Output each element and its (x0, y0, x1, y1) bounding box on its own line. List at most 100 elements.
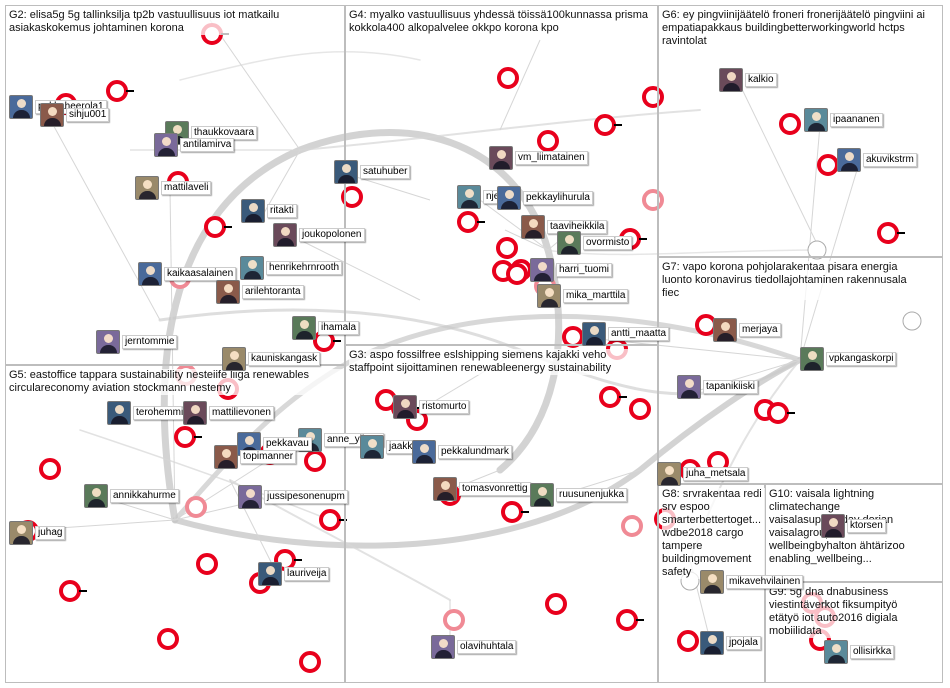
profile-photo-icon (700, 631, 724, 655)
profile-photo-icon (96, 330, 120, 354)
vertex-kauniskangask[interactable]: kauniskangask (222, 347, 320, 371)
vertex-ritakti[interactable]: ritakti (241, 199, 297, 223)
vertex-mattilaveli[interactable]: mattilaveli (135, 176, 211, 200)
avatar-body (717, 333, 734, 342)
vertex-mattilievonen[interactable]: mattilievonen (183, 401, 274, 425)
vertex-label: topimanner (240, 450, 296, 464)
avatar-head (146, 266, 155, 275)
vertex-satuhuber[interactable]: satuhuber (334, 160, 410, 184)
avatar-head (115, 405, 124, 414)
vertex-label: kalkio (745, 73, 777, 87)
avatar-head (721, 322, 730, 331)
vertex-ovormisto[interactable]: ovormisto (557, 231, 632, 255)
vertex-label: mattilaveli (161, 181, 211, 195)
avatar-body (277, 238, 294, 247)
vertex-pekkalundmark[interactable]: pekkalundmark (412, 440, 512, 464)
avatar-head (342, 164, 351, 173)
avatar-head (245, 436, 254, 445)
vertex-antilamirva[interactable]: antilamirva (154, 133, 234, 157)
vertex-antti-maatta[interactable]: antti_maatta (582, 322, 669, 346)
vertex-label: ovormisto (583, 236, 632, 250)
avatar-body (534, 498, 551, 507)
vertex-henrikehrnrooth[interactable]: henrikehrnrooth (240, 256, 342, 280)
vertex-akuvikstrm[interactable]: akuvikstrm (837, 148, 917, 172)
vertex-label: joukopolonen (299, 228, 365, 242)
vertex-label: tapanikiiski (703, 380, 758, 394)
avatar-head (832, 644, 841, 653)
vertex-ollisirkka[interactable]: ollisirkka (824, 640, 894, 664)
vertex-mikavehvilainen[interactable]: mikavehvilainen (700, 570, 803, 594)
avatar-head (420, 444, 429, 453)
vertex-ruusunenjukka[interactable]: ruusunenjukka (530, 483, 627, 507)
avatar-head (48, 107, 57, 116)
avatar-head (529, 219, 538, 228)
profile-photo-icon (530, 258, 554, 282)
avatar-body (681, 390, 698, 399)
vertex-joukopolonen[interactable]: joukopolonen (273, 223, 365, 247)
vertex-ktorsen[interactable]: ktorsen (821, 514, 886, 538)
avatar-body (435, 650, 452, 659)
avatar-body (586, 337, 603, 346)
avatar-body (226, 362, 243, 371)
vertex-topimanner[interactable]: topimanner (214, 445, 296, 469)
vertex-vpkangaskorpi[interactable]: vpkangaskorpi (800, 347, 896, 371)
vertex-vm-liimatainen[interactable]: vm_liimatainen (489, 146, 588, 170)
vertex-ristomurto[interactable]: ristomurto (393, 395, 469, 419)
vertex-tomasvonrettig[interactable]: tomasvonrettig (433, 477, 531, 501)
profile-photo-icon (273, 223, 297, 247)
vertex-terohemmila[interactable]: terohemmila (107, 401, 194, 425)
vertex-annikkahurme[interactable]: annikkahurme (84, 484, 179, 508)
vertex-juhag[interactable]: juhag (9, 521, 65, 545)
vertex-olavihuhtala[interactable]: olavihuhtala (431, 635, 516, 659)
avatar-body (437, 492, 454, 501)
vertex-juha-metsala[interactable]: juha_metsala (657, 462, 748, 486)
vertex-label: satuhuber (360, 165, 410, 179)
vertex-label: ipaananen (830, 113, 883, 127)
vertex-label: mika_marttila (563, 289, 628, 303)
vertex-jpojala[interactable]: jpojala (700, 631, 761, 655)
avatar-head (249, 203, 258, 212)
vertex-harri-tuomi[interactable]: harri_tuomi (530, 258, 612, 282)
vertex-ipaananen[interactable]: ipaananen (804, 108, 883, 132)
vertex-jaakk[interactable]: jaakk (360, 435, 415, 459)
vertex-pekkaylihurula[interactable]: pekkaylihurula (497, 186, 593, 210)
vertex-jussipesonenupm[interactable]: jussipesonenupm (238, 485, 348, 509)
avatar-body (338, 175, 355, 184)
avatar-body (111, 416, 128, 425)
avatar-head (300, 320, 309, 329)
vertex-label: annikkahurme (110, 489, 179, 503)
profile-photo-icon (258, 562, 282, 586)
vertex-nje[interactable]: nje (457, 185, 502, 209)
vertex-mika-marttila[interactable]: mika_marttila (537, 284, 628, 308)
group-title-g2: G2: elisa5g 5g tallinksilja tp2b vastuul… (9, 9, 309, 35)
vertex-tapanikiiski[interactable]: tapanikiiski (677, 375, 758, 399)
profile-photo-icon (292, 316, 316, 340)
avatar-body (841, 163, 858, 172)
avatar-head (685, 379, 694, 388)
profile-photo-icon (40, 103, 64, 127)
avatar-body (534, 273, 551, 282)
avatar-body (220, 295, 237, 304)
vertex-lauriveija[interactable]: lauriveija (258, 562, 329, 586)
vertex-label: jerntommie (122, 335, 177, 349)
avatar-head (191, 405, 200, 414)
vertex-label: lauriveija (284, 567, 329, 581)
vertex-label: henrikehrnrooth (266, 261, 342, 275)
vertex-merjaya[interactable]: merjaya (713, 318, 781, 342)
avatar-body (804, 362, 821, 371)
profile-photo-icon (412, 440, 436, 464)
vertex-arilehtoranta[interactable]: arilehtoranta (216, 280, 304, 304)
avatar-body (13, 536, 30, 545)
vertex-jerntommie[interactable]: jerntommie (96, 330, 177, 354)
group-box-g3 (345, 345, 658, 683)
vertex-ihamala[interactable]: ihamala (292, 316, 359, 340)
avatar-body (218, 460, 235, 469)
vertex-label: jussipesonenupm (264, 490, 348, 504)
vertex-sihju001[interactable]: sihju001 (40, 103, 109, 127)
avatar-head (538, 262, 547, 271)
vertex-label: arilehtoranta (242, 285, 304, 299)
avatar-head (465, 189, 474, 198)
vertex-kalkio[interactable]: kalkio (719, 68, 777, 92)
profile-photo-icon (497, 186, 521, 210)
